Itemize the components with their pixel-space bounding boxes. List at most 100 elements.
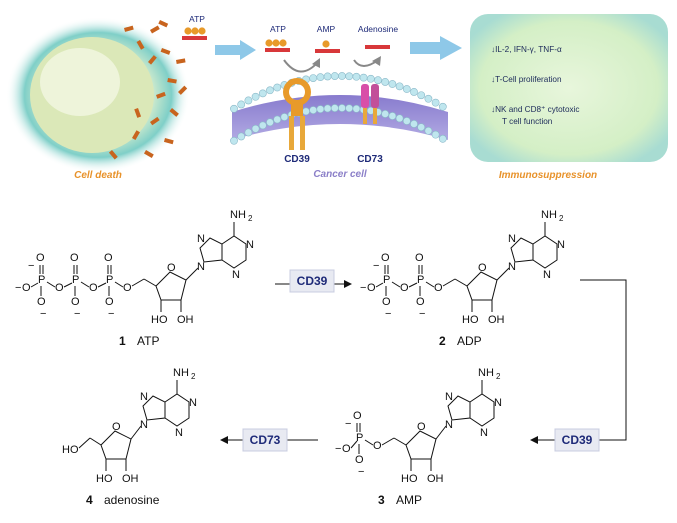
svg-text:O: O — [105, 296, 114, 308]
svg-text:O: O — [123, 282, 132, 294]
svg-text:O: O — [89, 282, 98, 294]
lipid-head — [266, 86, 274, 95]
svg-text:OH: OH — [177, 314, 194, 326]
compound-2-name: ADP — [457, 334, 482, 348]
svg-text:O: O — [478, 262, 487, 274]
svg-text:P: P — [417, 274, 424, 286]
lipid-head — [244, 96, 253, 105]
svg-text:O: O — [104, 252, 113, 264]
lipid-head — [374, 76, 382, 85]
svg-text:P: P — [72, 274, 79, 286]
compound-1-name: ATP — [137, 334, 159, 348]
svg-text:O: O — [22, 282, 31, 294]
svg-text:NH: NH — [230, 209, 246, 221]
adenosine-molecule — [365, 45, 390, 49]
svg-text:O: O — [167, 262, 176, 274]
effect-nk-cd8-line1: ↓NK and CD8⁺ cytotoxic — [491, 105, 580, 114]
svg-text:P: P — [38, 274, 45, 286]
lipid-head — [402, 117, 411, 125]
lipid-head — [417, 123, 426, 132]
lipid-head — [230, 104, 238, 113]
caption-cell-death: Cell death — [74, 170, 122, 181]
svg-text:O: O — [434, 282, 443, 294]
svg-text:−: − — [358, 466, 364, 478]
svg-text:2: 2 — [191, 372, 196, 381]
svg-text:N: N — [232, 269, 240, 281]
amp-molecule — [315, 40, 340, 53]
compound-adenosine: HO O HO OH N N NH 2 N N — [62, 367, 197, 485]
flow-arrow-1 — [215, 40, 256, 60]
lipid-head — [316, 73, 325, 82]
compound-4-name: adenosine — [104, 493, 160, 507]
svg-text:O: O — [71, 296, 80, 308]
svg-text:O: O — [353, 410, 362, 422]
compound-amp: − O P − O O − O O HO OH N N NH 2 N N — [335, 367, 502, 485]
lipid-head — [438, 102, 447, 111]
svg-text:N: N — [445, 391, 453, 403]
svg-text:HO: HO — [96, 473, 113, 485]
effect-nk-cd8-line2: T cell function — [502, 117, 553, 126]
lipid-head — [280, 113, 289, 121]
lipid-head — [316, 105, 325, 114]
svg-text:2: 2 — [248, 214, 253, 223]
svg-text:N: N — [197, 261, 205, 273]
lipid-head — [230, 136, 238, 145]
svg-text:O: O — [373, 440, 382, 452]
caption-immunosuppression: Immunosuppression — [499, 170, 597, 181]
svg-text:O: O — [415, 252, 424, 264]
svg-text:−: − — [28, 260, 34, 272]
lipid-head — [258, 89, 267, 98]
svg-text:N: N — [175, 427, 183, 439]
lipid-head — [338, 104, 346, 112]
label-atp: ATP — [270, 24, 286, 34]
enzyme-step3: CD73 — [250, 433, 281, 447]
svg-text:OH: OH — [488, 314, 505, 326]
lipid-head — [237, 100, 246, 109]
lipid-head — [395, 82, 404, 91]
svg-text:NH: NH — [478, 367, 494, 379]
atp-molecule-released — [182, 27, 207, 40]
conversion-arrow-cd39 — [283, 59, 319, 73]
svg-text:O: O — [342, 443, 351, 455]
svg-text:−: − — [360, 282, 366, 294]
lipid-head — [417, 91, 426, 100]
svg-text:HO: HO — [151, 314, 168, 326]
svg-text:O: O — [70, 252, 79, 264]
effects-box — [470, 14, 668, 162]
lipid-head — [438, 134, 447, 143]
svg-text:−: − — [373, 260, 379, 272]
svg-text:O: O — [36, 252, 45, 264]
lipid-head — [323, 72, 332, 81]
cd39-protein — [283, 78, 311, 150]
lipid-head — [352, 104, 361, 113]
svg-text:−: − — [335, 443, 341, 455]
lipid-head — [323, 104, 332, 113]
lipid-head — [273, 115, 282, 124]
svg-text:O: O — [112, 421, 121, 433]
lipid-head — [424, 126, 433, 135]
compound-2-number: 2 — [439, 334, 446, 348]
svg-text:N: N — [189, 397, 197, 409]
svg-text:−: − — [419, 308, 425, 320]
lipid-head — [388, 80, 397, 88]
svg-text:HO: HO — [462, 314, 479, 326]
lipid-head — [266, 118, 274, 127]
svg-text:OH: OH — [427, 473, 444, 485]
svg-text:−: − — [74, 308, 80, 320]
reaction-connector-2-3 — [532, 279, 627, 441]
svg-text:O: O — [367, 282, 376, 294]
lipid-head — [410, 88, 418, 96]
atp-molecule — [265, 39, 290, 52]
svg-text:−: − — [108, 308, 114, 320]
lipid-head — [309, 106, 318, 114]
svg-text:HO: HO — [401, 473, 418, 485]
svg-text:N: N — [494, 397, 502, 409]
svg-text:N: N — [543, 269, 551, 281]
enzyme-step1: CD39 — [297, 274, 328, 288]
svg-text:O: O — [355, 454, 364, 466]
svg-text:N: N — [557, 239, 565, 251]
enzyme-step2: CD39 — [562, 433, 593, 447]
lipid-head — [237, 132, 246, 141]
svg-text:N: N — [480, 427, 488, 439]
label-amp: AMP — [317, 24, 336, 34]
